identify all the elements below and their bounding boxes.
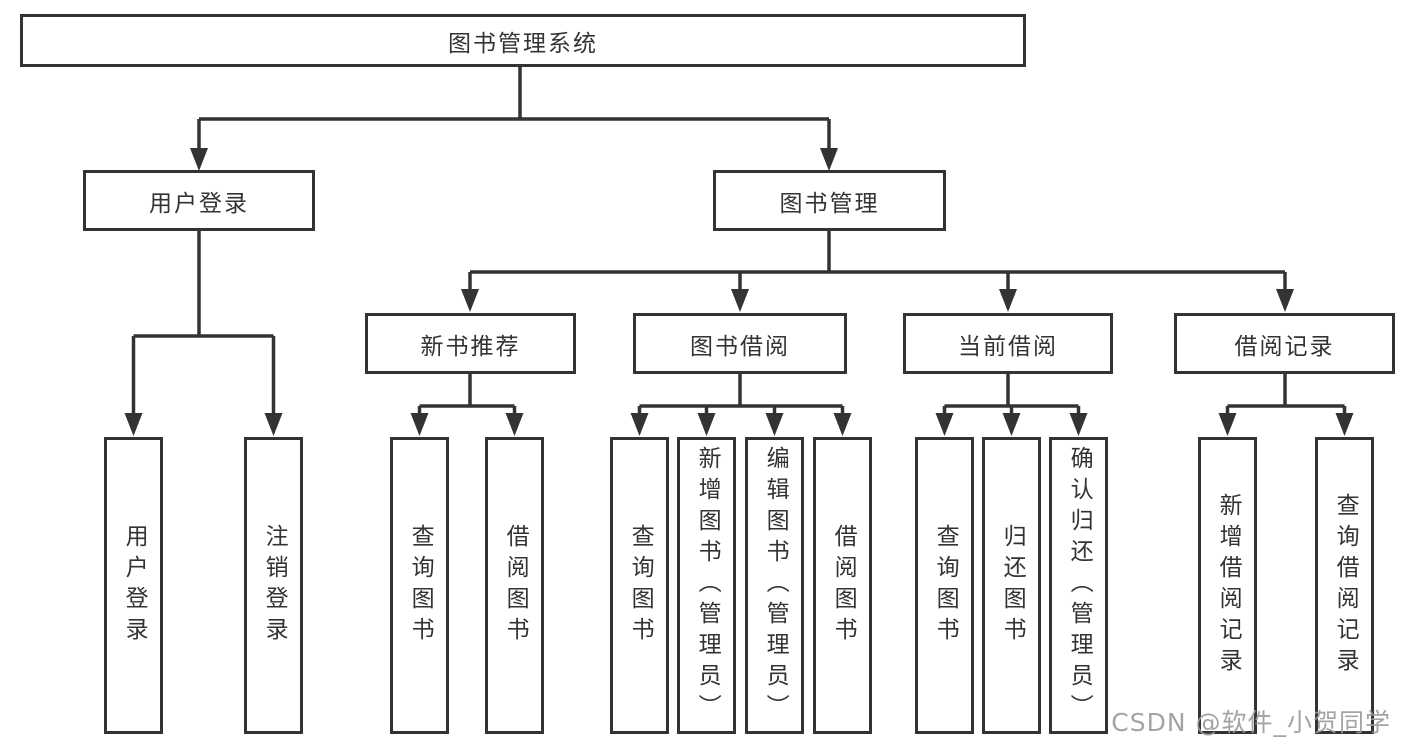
leaf-query-borrow-record: 查询借阅记录: [1315, 437, 1374, 734]
leaf-label: 借阅图书: [502, 523, 529, 648]
node-label: 图书管理系统: [448, 30, 598, 57]
leaf-borrow-books: 借阅图书: [813, 437, 872, 734]
leaf-add-borrow-record: 新增借阅记录: [1198, 437, 1257, 734]
leaf-query-books: 查询图书: [610, 437, 669, 734]
node-label: 图书管理: [779, 190, 880, 217]
node-book-borrowing: 图书借阅: [633, 313, 847, 374]
leaf-query-books: 查询图书: [390, 437, 449, 734]
leaf-label: 确认归还（管理员）: [1066, 446, 1093, 725]
arrowhead-icons: [124, 148, 1354, 436]
node-label: 新书推荐: [420, 333, 521, 360]
leaf-label: 新增图书（管理员）: [694, 446, 721, 725]
leaf-return-books: 归还图书: [982, 437, 1041, 734]
node-label: 借阅记录: [1234, 333, 1335, 360]
leaf-label: 查询图书: [407, 523, 434, 648]
leaf-label: 编辑图书（管理员）: [762, 446, 789, 725]
leaf-label: 用户登录: [121, 523, 148, 648]
leaf-label: 查询图书: [627, 523, 654, 648]
node-library-management-system: 图书管理系统: [20, 14, 1026, 67]
node-borrowing-records: 借阅记录: [1174, 313, 1395, 374]
node-label: 当前借阅: [958, 333, 1058, 360]
leaf-label: 查询借阅记录: [1332, 492, 1359, 679]
leaf-user-login: 用户登录: [104, 437, 163, 734]
leaf-label: 新增借阅记录: [1215, 492, 1242, 679]
leaf-label: 归还图书: [999, 523, 1026, 648]
leaf-add-books-admin: 新增图书（管理员）: [677, 437, 736, 734]
node-label: 图书借阅: [690, 333, 790, 360]
leaf-label: 查询图书: [932, 523, 959, 648]
leaf-logout: 注销登录: [244, 437, 303, 734]
node-current-borrowing: 当前借阅: [903, 313, 1113, 374]
leaf-borrow-books: 借阅图书: [485, 437, 544, 734]
node-new-book-recommendation: 新书推荐: [365, 313, 576, 374]
csdn-watermark: CSDN @软件_小贺同学: [1111, 708, 1391, 737]
leaf-edit-books-admin: 编辑图书（管理员）: [745, 437, 804, 734]
leaf-label: 注销登录: [261, 523, 288, 648]
node-label: 用户登录: [149, 190, 249, 217]
node-user-login: 用户登录: [83, 170, 315, 231]
leaf-query-books: 查询图书: [915, 437, 974, 734]
node-book-management: 图书管理: [713, 170, 946, 231]
leaf-confirm-return-admin: 确认归还（管理员）: [1049, 437, 1108, 734]
leaf-label: 借阅图书: [830, 523, 857, 648]
